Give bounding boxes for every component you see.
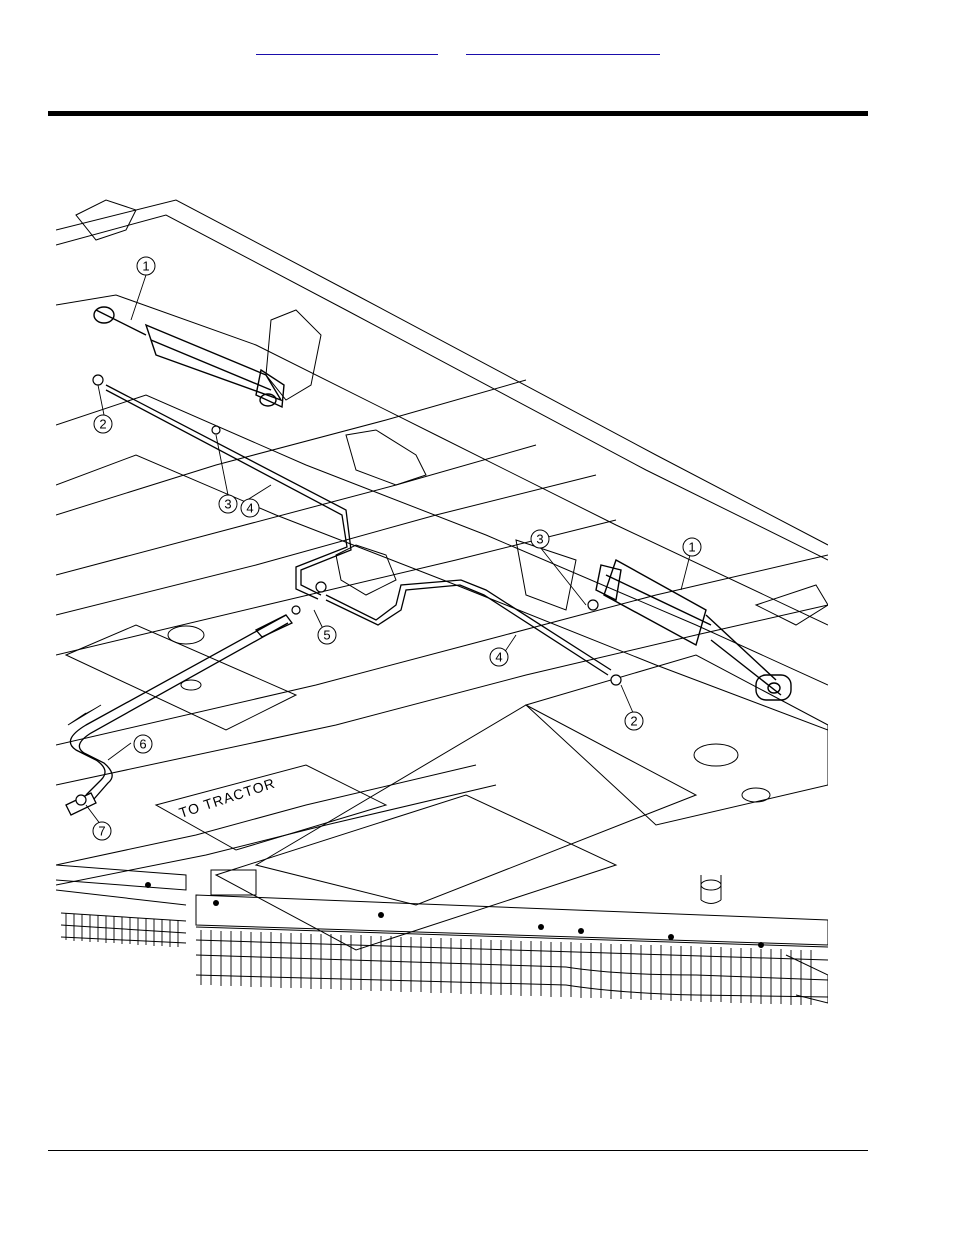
callout-label-4-right: 4 — [495, 650, 502, 665]
callout-label-7: 7 — [98, 824, 105, 839]
callout-layer: 1 2 3 4 1 3 4 2 5 6 7 TO TRACTOR — [56, 185, 828, 1025]
header-rule — [48, 111, 868, 116]
callout-label-2-right: 2 — [630, 714, 637, 729]
callout-label-3: 3 — [224, 497, 231, 512]
callout-label-5: 5 — [323, 628, 330, 643]
callout-label-2: 2 — [99, 417, 106, 432]
callout-label-3-right: 3 — [536, 532, 543, 547]
nav-link-previous[interactable] — [256, 38, 438, 55]
hydraulic-assembly-diagram: 1 2 3 4 1 3 4 2 5 6 7 TO TRACTOR — [56, 185, 828, 1025]
footer-rule — [48, 1150, 868, 1151]
callout-label-1: 1 — [142, 259, 149, 274]
to-tractor-label: TO TRACTOR — [177, 775, 277, 821]
callout-label-6: 6 — [139, 737, 146, 752]
nav-link-row — [0, 38, 954, 58]
nav-link-next[interactable] — [466, 38, 660, 55]
callout-label-1-right: 1 — [688, 540, 695, 555]
callout-label-4: 4 — [246, 501, 253, 516]
